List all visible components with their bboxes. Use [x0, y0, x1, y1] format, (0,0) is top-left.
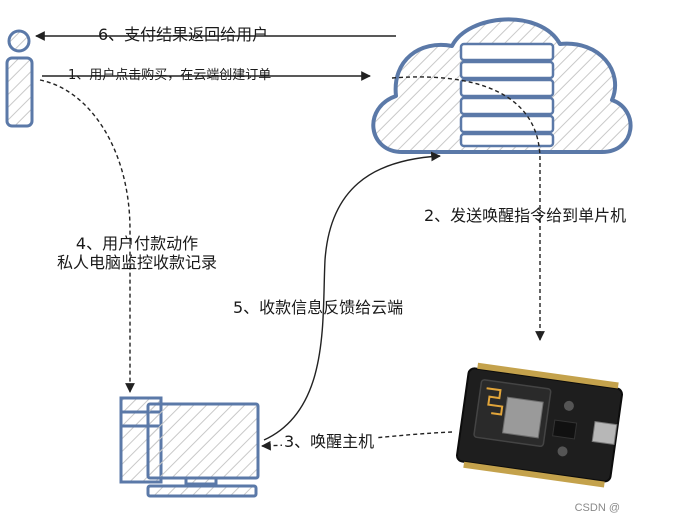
antenna-trace: [486, 387, 504, 416]
server-unit: [459, 114, 555, 134]
server-unit: [459, 78, 555, 98]
board-button: [557, 446, 568, 457]
desktop-computer-icon: [119, 396, 260, 498]
step4-label-line2: 私人电脑监控收款记录: [56, 253, 217, 273]
step4-label: 4、用户付款动作 私人电脑监控收款记录: [42, 234, 232, 272]
step4-label-line1: 4、用户付款动作: [75, 234, 199, 253]
step2-label: 2、发送唤醒指令给到单片机: [424, 206, 627, 225]
pin-row-bottom: [463, 461, 605, 488]
cloud-server-icon: [371, 17, 633, 154]
server-unit: [459, 96, 555, 116]
user-icon: [5, 29, 34, 128]
step5-label: 5、收款信息反馈给云端: [233, 298, 404, 317]
server-unit: [459, 60, 555, 80]
watermark: CSDN @: [574, 502, 620, 514]
server-unit: [459, 132, 555, 148]
pc-keyboard: [146, 484, 258, 498]
server-unit: [459, 42, 555, 62]
pin-row-top: [477, 362, 619, 389]
pc-monitor: [146, 402, 260, 480]
arrow-step2: [391, 76, 545, 341]
board-pins: [463, 362, 619, 488]
pc-stand: [184, 476, 218, 486]
usb-port: [591, 421, 618, 446]
user-head: [7, 29, 31, 53]
server-stack-icon: [459, 42, 555, 148]
user-body: [5, 56, 34, 128]
metal-shield: [501, 396, 544, 439]
esp8266-board-icon: [455, 362, 624, 488]
chip: [552, 419, 578, 440]
step1-label: 1、用户点击购买，在云端创建订单: [68, 68, 272, 83]
step6-label: 6、支付结果返回给用户: [98, 25, 269, 44]
board-button: [563, 400, 574, 411]
arrow-step5: [263, 151, 441, 441]
step3-label: 3、唤醒主机: [282, 432, 377, 452]
